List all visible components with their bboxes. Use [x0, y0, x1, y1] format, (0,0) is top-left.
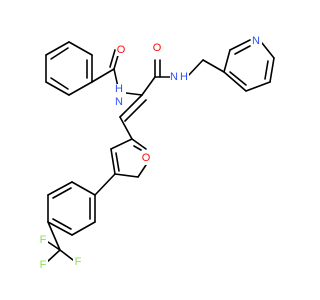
- bond: [47, 181, 73, 196]
- bond-inner: [133, 145, 142, 151]
- bond: [269, 57, 275, 83]
- bond: [114, 173, 139, 178]
- bond-inner: [229, 71, 247, 86]
- bond: [91, 68, 115, 83]
- bond: [47, 221, 61, 251]
- atom-label: O: [153, 42, 162, 54]
- atom-nh-amide: N H: [170, 71, 189, 83]
- bond: [223, 71, 247, 92]
- bond-layer: [44, 39, 275, 263]
- bond: [261, 42, 275, 59]
- bond: [141, 76, 156, 96]
- atom-label: O: [117, 44, 126, 56]
- atom-f3: F: [73, 256, 83, 268]
- bond-inner: [50, 77, 69, 90]
- atom-o-benzoyl: O: [116, 44, 126, 56]
- atom-layer: O H N O N H N O F F: [38, 35, 262, 271]
- bond: [119, 116, 133, 140]
- bond: [46, 249, 61, 263]
- bond: [47, 221, 73, 236]
- atom-o-furan: O: [140, 151, 152, 165]
- atom-o-amide: O: [152, 42, 162, 54]
- molecule-diagram: O H N O N H N O F F: [38, 35, 275, 271]
- bond: [109, 49, 116, 68]
- atom-f2: F: [38, 259, 48, 271]
- atom-label: F: [75, 256, 82, 268]
- bond: [45, 41, 70, 56]
- bond: [71, 221, 96, 236]
- bond: [68, 81, 93, 96]
- bond: [245, 81, 271, 92]
- atom-label: N: [170, 71, 178, 83]
- atom-label: F: [40, 234, 47, 246]
- bond-inner: [52, 187, 72, 199]
- bond-inner: [50, 47, 69, 60]
- bond: [59, 249, 74, 261]
- bond: [125, 92, 143, 96]
- bond: [119, 94, 143, 118]
- bond: [71, 181, 96, 196]
- bond: [229, 39, 251, 51]
- atom-n-pyridine: N: [251, 35, 262, 47]
- bond: [186, 59, 204, 78]
- bond: [110, 148, 116, 175]
- atom-label: N: [252, 35, 260, 47]
- atom-f1: F: [38, 234, 48, 246]
- atom-label: O: [142, 152, 151, 164]
- bond: [45, 81, 70, 96]
- bond: [124, 99, 147, 122]
- bond: [137, 164, 147, 178]
- bond: [223, 49, 231, 73]
- bond: [68, 41, 93, 56]
- bond: [131, 138, 147, 150]
- atom-label: H: [180, 71, 188, 83]
- bond: [94, 173, 116, 196]
- bond: [202, 59, 225, 73]
- bond-inner: [264, 60, 269, 80]
- bond-inner: [52, 218, 72, 230]
- bond-inner: [115, 152, 120, 172]
- atom-nh-benzamide: H N: [113, 83, 126, 108]
- atom-label: N: [115, 96, 123, 108]
- bond: [110, 138, 133, 150]
- atom-label: F: [40, 259, 47, 271]
- structure-drawing: O H N O N H N O F F: [38, 35, 275, 271]
- atom-label: H: [115, 83, 123, 95]
- bond-inner: [234, 45, 251, 55]
